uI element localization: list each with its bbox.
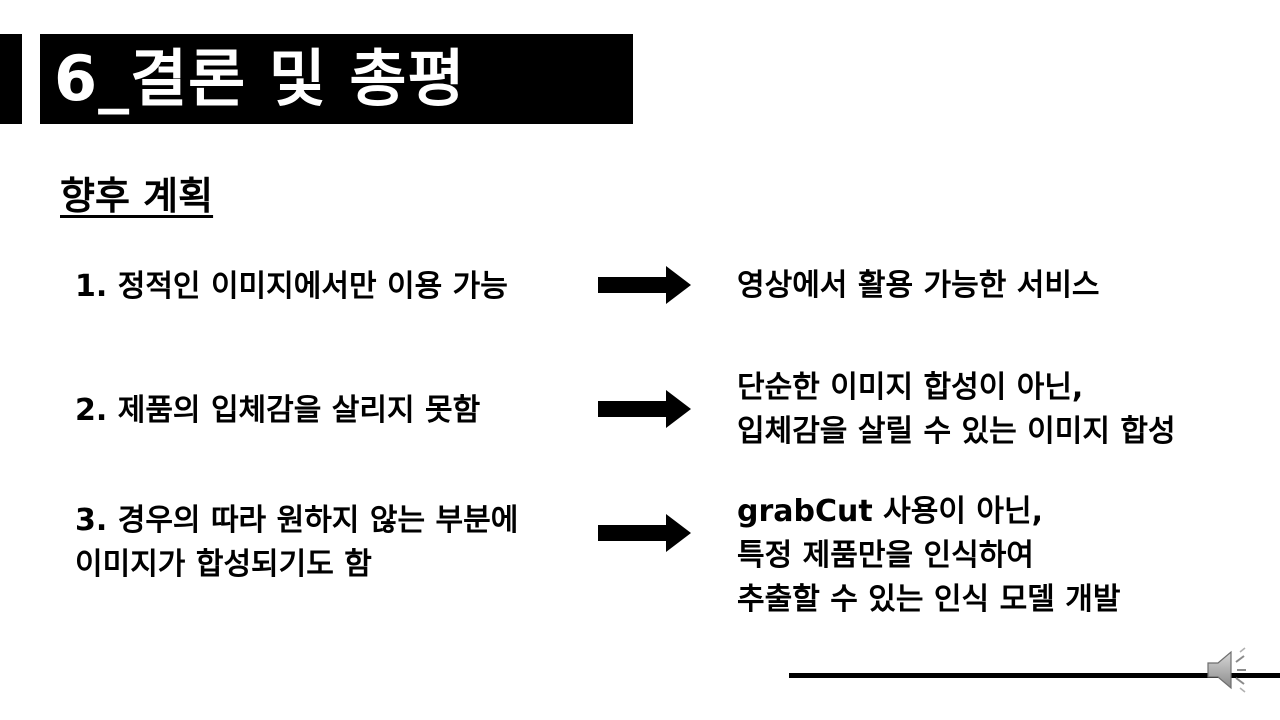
limitation-1-line-1: 1. 정적인 이미지에서만 이용 가능 [75, 269, 508, 304]
right-arrow-icon [598, 390, 691, 428]
plan-3-line-1: grabCut 사용이 아닌, [737, 494, 1043, 529]
plan-2: 단순한 이미지 합성이 아닌, 입체감을 살릴 수 있는 이미지 합성 [737, 366, 1176, 454]
slide-title: 6_결론 및 총평 [54, 42, 466, 115]
plan-1: 영상에서 활용 가능한 서비스 [737, 264, 1100, 308]
section-heading: 향후 계획 [60, 174, 214, 218]
title-accent-bar [0, 34, 22, 124]
limitation-2: 2. 제품의 입체감을 살리지 못함 [75, 389, 480, 433]
plan-2-line-1: 단순한 이미지 합성이 아닌, [737, 370, 1084, 405]
limitation-1: 1. 정적인 이미지에서만 이용 가능 [75, 265, 508, 309]
right-arrow-icon [598, 266, 691, 304]
limitation-3: 3. 경우의 따라 원하지 않는 부분에 이미지가 합성되기도 함 [75, 499, 518, 587]
limitation-2-line-1: 2. 제품의 입체감을 살리지 못함 [75, 393, 481, 428]
plan-2-line-2: 입체감을 살릴 수 있는 이미지 합성 [737, 414, 1176, 449]
plan-3: grabCut 사용이 아닌, 특정 제품만을 인식하여 추출할 수 있는 인식… [737, 490, 1120, 622]
title-banner: 6_결론 및 총평 [40, 34, 633, 124]
limitation-3-line-1: 3. 경우의 따라 원하지 않는 부분에 [75, 503, 519, 538]
plan-3-line-3: 추출할 수 있는 인식 모델 개발 [737, 582, 1121, 617]
speaker-icon[interactable] [1204, 644, 1256, 696]
plan-1-line-1: 영상에서 활용 가능한 서비스 [737, 268, 1100, 303]
footer-divider [789, 673, 1280, 678]
limitation-3-line-2: 이미지가 합성되기도 함 [75, 547, 372, 582]
right-arrow-icon [598, 514, 691, 552]
plan-3-line-2: 특정 제품만을 인식하여 [737, 538, 1034, 573]
